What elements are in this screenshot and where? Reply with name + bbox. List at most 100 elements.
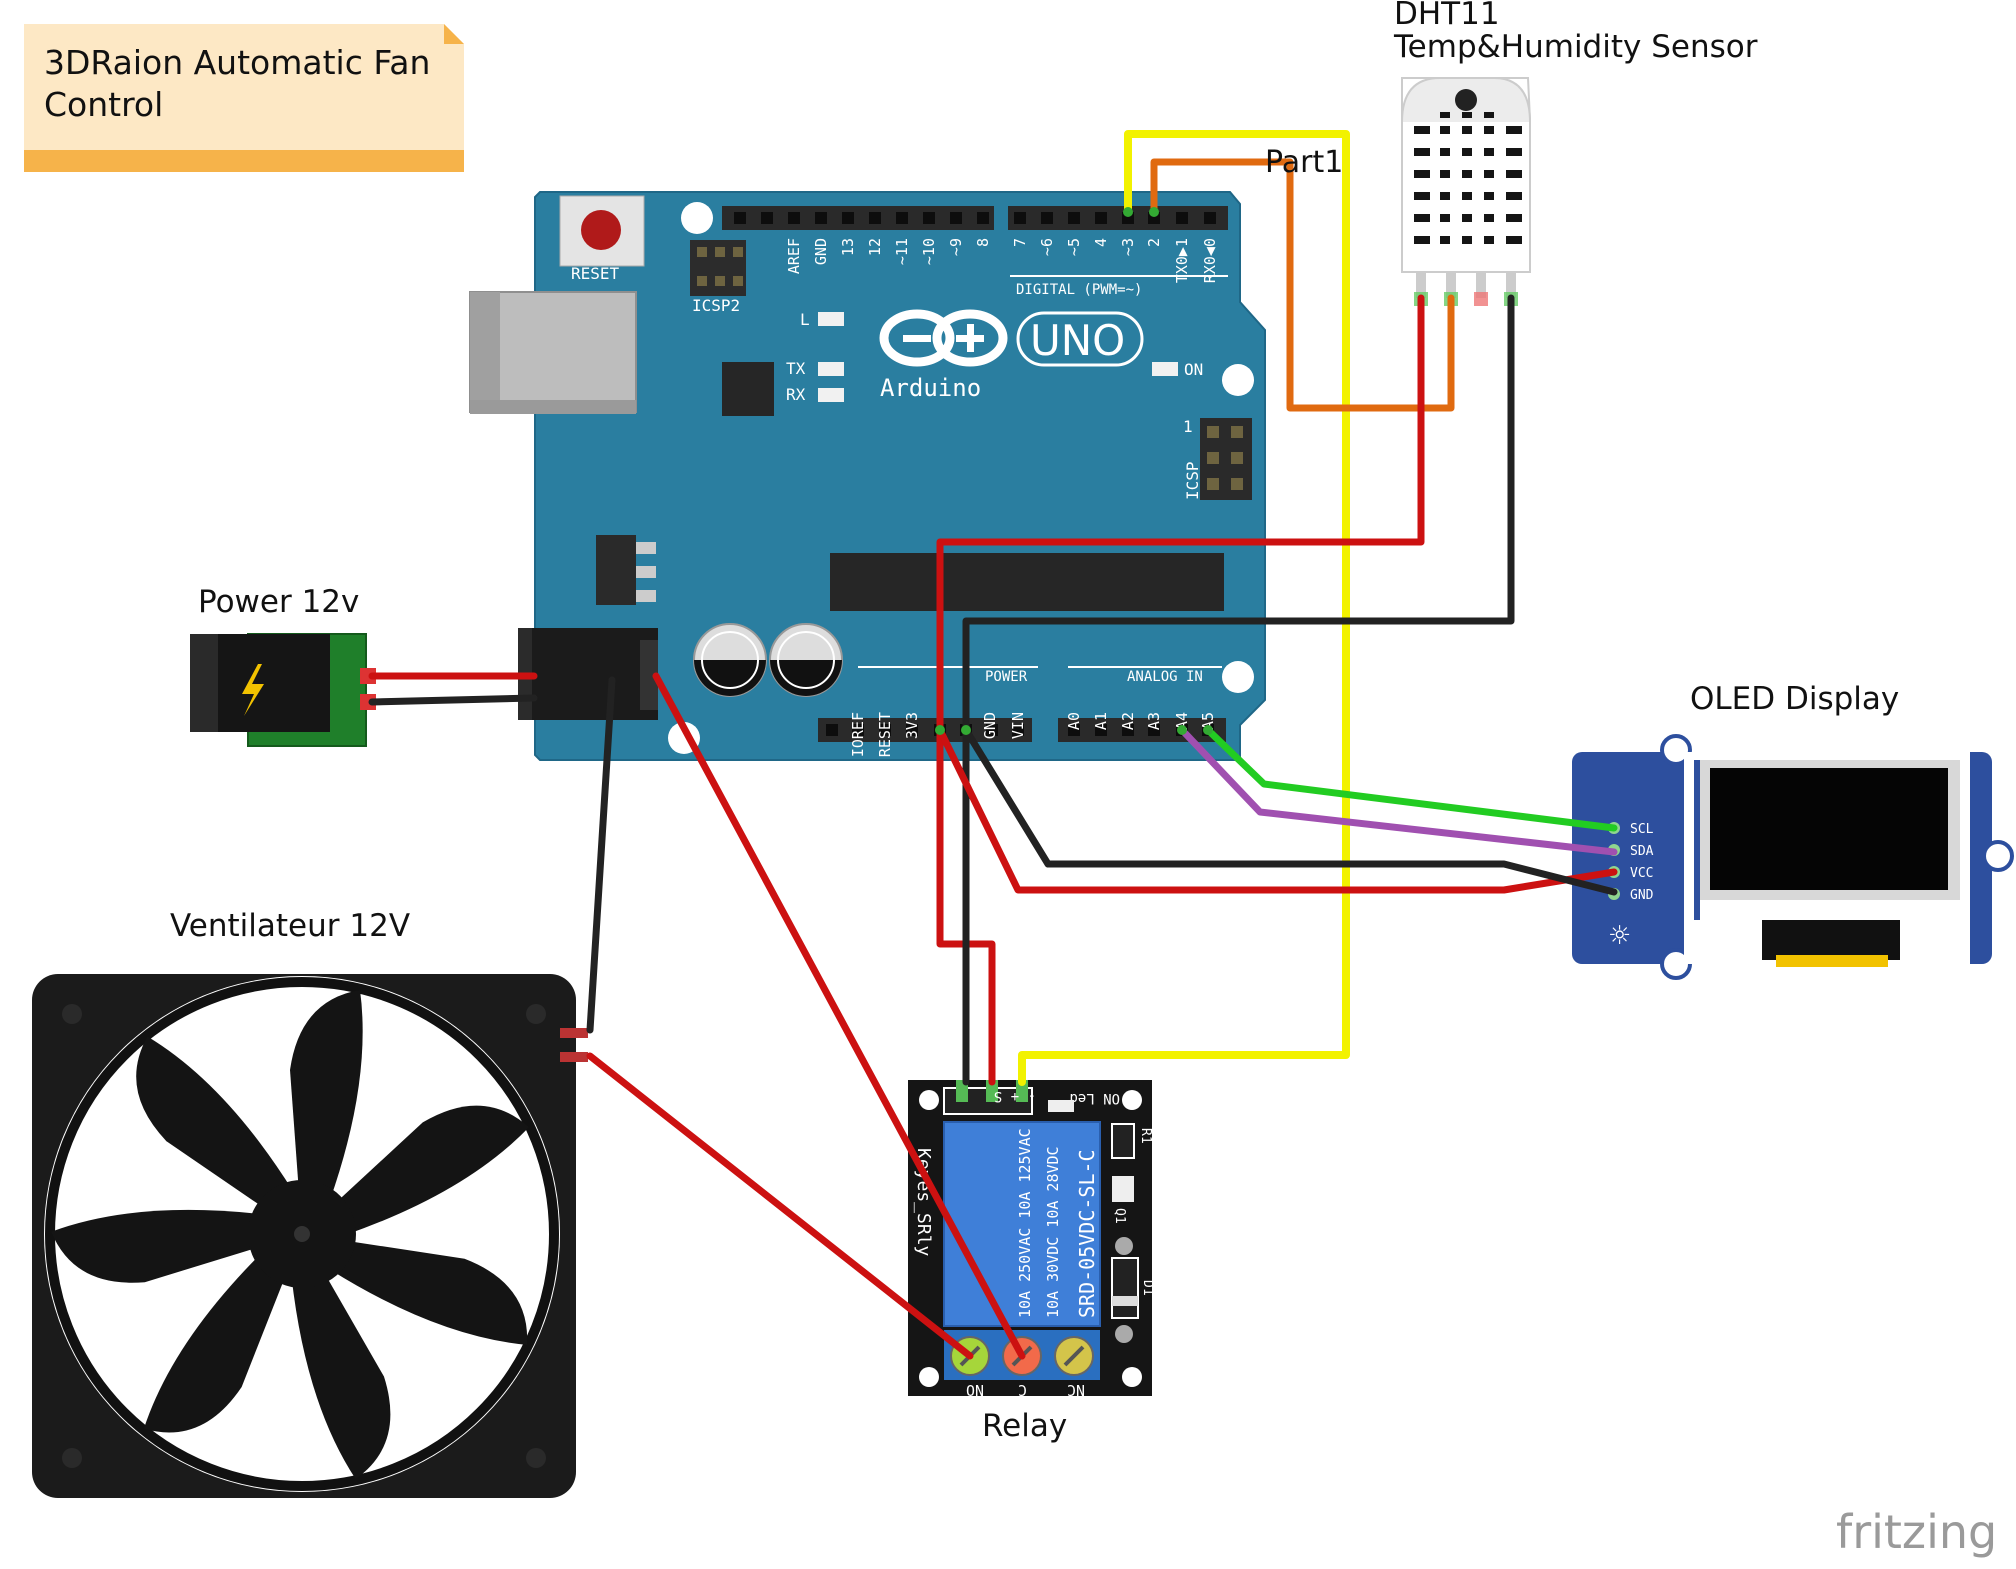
- digital-pin-label: 13: [839, 238, 857, 256]
- digital-pin-label: 12: [866, 238, 884, 256]
- power-pin-hole[interactable]: [986, 724, 998, 736]
- fan-12v[interactable]: Ventilateur 12V: [32, 908, 588, 1498]
- analog-pin-label: A0: [1065, 712, 1083, 730]
- relay-r1-label: R1: [1138, 1128, 1153, 1144]
- dht11-vent: [1506, 126, 1522, 134]
- analog-pin-hole[interactable]: [1148, 724, 1160, 736]
- reset-button[interactable]: RESET: [559, 195, 645, 283]
- oled-pin-label: SCL: [1630, 822, 1654, 837]
- note-line1: 3DRaion Automatic Fan: [44, 43, 430, 82]
- wire-yellow-signal[interactable]: [1018, 130, 1350, 1086]
- title-note[interactable]: 3DRaion Automatic Fan Control: [24, 24, 464, 172]
- oled-pin-label: VCC: [1630, 866, 1653, 881]
- relay-rating-1: 10A 250VAC 10A 125VAC: [1016, 1128, 1034, 1318]
- oled-pin-label: SDA: [1630, 844, 1654, 859]
- wire-purple-sda[interactable]: [1178, 726, 1618, 856]
- dht11-vent: [1440, 112, 1450, 118]
- digital-pin-hole[interactable]: [1204, 212, 1216, 224]
- relay-brand: Keyes_SRly: [913, 1148, 934, 1257]
- wire-red-dht-vcc[interactable]: [936, 294, 1425, 734]
- wire-black-jack-in[interactable]: [368, 694, 538, 706]
- wire-green-scl[interactable]: [1204, 726, 1618, 832]
- digital-pin-hole[interactable]: [815, 212, 827, 224]
- power-pin-hole[interactable]: [1012, 724, 1024, 736]
- digital-pin-hole[interactable]: [1068, 212, 1080, 224]
- power-jack-12v[interactable]: Power 12v: [190, 584, 376, 747]
- digital-label: DIGITAL (PWM=~): [1016, 282, 1142, 298]
- uno-label: UNO: [1030, 316, 1125, 365]
- arduino-logo: UNO Arduino: [879, 309, 1144, 402]
- part1-label: Part1: [1265, 145, 1343, 180]
- usb-chip: [722, 362, 774, 416]
- relay-rating-2: 10A 30VDC 10A 28VDC: [1044, 1146, 1062, 1318]
- dht11-sensor[interactable]: DHT11 Temp&Humidity Sensor: [1393, 0, 1758, 306]
- digital-pin-label: ~10: [920, 238, 938, 265]
- dht11-vent-grid: [1414, 112, 1522, 244]
- digital-pin-hole[interactable]: [1014, 212, 1026, 224]
- analog-pin-hole[interactable]: [1068, 724, 1080, 736]
- power-pin-label: GND: [981, 712, 999, 739]
- analog-pin-hole[interactable]: [1122, 724, 1134, 736]
- wire-black-dht-gnd[interactable]: [962, 294, 1515, 734]
- led-on-label: ON: [1184, 360, 1203, 379]
- note-line2: Control: [44, 85, 163, 124]
- led-l: [818, 312, 844, 326]
- wire-red-relay-c[interactable]: [652, 672, 1026, 1360]
- analog-pin-hole[interactable]: [1095, 724, 1107, 736]
- wire-red-fan-no[interactable]: [586, 1052, 974, 1360]
- digital-pin-hole[interactable]: [1095, 212, 1107, 224]
- led-on: [1152, 362, 1178, 376]
- arduino-wordmark: Arduino: [880, 374, 981, 402]
- dht11-vent: [1440, 236, 1450, 244]
- fan-blade: [302, 1105, 529, 1235]
- wire-black-oled-gnd[interactable]: [962, 726, 1618, 896]
- digital-pin-hole[interactable]: [1176, 212, 1188, 224]
- digital-pin-hole[interactable]: [896, 212, 908, 224]
- digital-pin-hole[interactable]: [761, 212, 773, 224]
- power-pin-hole[interactable]: [906, 724, 918, 736]
- relay-led-label: ON Led: [1069, 1090, 1120, 1106]
- digital-pin-hole[interactable]: [1041, 212, 1053, 224]
- dht11-title: DHT11: [1394, 0, 1500, 32]
- digital-pin-hole[interactable]: [842, 212, 854, 224]
- relay-module[interactable]: SRD-05VDC-SL-C 10A 250VAC 10A 125VAC 10A…: [908, 1080, 1155, 1444]
- terminal-nc-label: NC: [1067, 1381, 1085, 1399]
- digital-pin-hole[interactable]: [788, 212, 800, 224]
- oled-screen: [1710, 768, 1948, 890]
- analog-pin-label: A2: [1119, 712, 1137, 730]
- dht11-vent: [1484, 148, 1494, 156]
- wire-orange-data[interactable]: [1150, 158, 1455, 412]
- dht11-vent: [1440, 170, 1450, 178]
- power-pin-hole[interactable]: [879, 724, 891, 736]
- led-tx-label: TX: [786, 359, 806, 378]
- icsp2-label: ICSP2: [692, 296, 740, 315]
- power-pin-hole[interactable]: [852, 724, 864, 736]
- fan-mount-hole: [62, 1004, 82, 1024]
- digital-pin-holes-left: [734, 212, 989, 224]
- led-tx: [818, 362, 844, 376]
- fan-blade: [302, 1234, 528, 1345]
- digital-pin-label: 7: [1011, 238, 1029, 247]
- wire-black-fan[interactable]: [586, 676, 616, 1034]
- digital-pin-hole[interactable]: [923, 212, 935, 224]
- power-pin-hole[interactable]: [826, 724, 838, 736]
- digital-pin-holes-right: [1014, 212, 1216, 224]
- digital-pin-hole[interactable]: [734, 212, 746, 224]
- icsp-label: ICSP: [1183, 461, 1202, 500]
- fan-blade: [290, 990, 363, 1234]
- power-label: Power 12v: [198, 584, 359, 620]
- dht11-vent: [1462, 214, 1472, 222]
- dht11-vent: [1462, 170, 1472, 178]
- fritzing-watermark: fritzing: [1836, 1505, 1997, 1559]
- digital-pin-hole[interactable]: [977, 212, 989, 224]
- digital-pin-hole[interactable]: [950, 212, 962, 224]
- dht11-vent: [1414, 126, 1430, 134]
- digital-pin-hole[interactable]: [869, 212, 881, 224]
- reset-label: RESET: [571, 264, 620, 283]
- digital-pin-label: ~5: [1065, 238, 1083, 256]
- barrel-jack: [518, 628, 658, 720]
